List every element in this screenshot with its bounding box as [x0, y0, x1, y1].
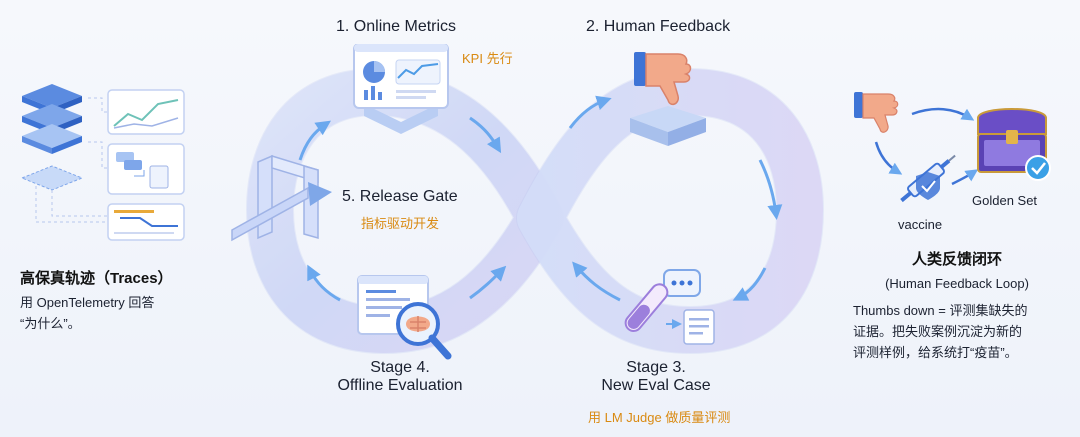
traces-title: 高保真轨迹（Traces）	[20, 270, 173, 287]
stage1-note: KPI 先行	[462, 51, 513, 66]
feedback-loop-body-line2: 证据。把失败案例沉淀为新的	[853, 324, 1023, 339]
traces-body-line2: “为什么”。	[20, 316, 81, 331]
golden-set-label: Golden Set	[972, 193, 1038, 208]
stage4-line1: Stage 4.	[370, 359, 430, 376]
stage3-line2: New Eval Case	[601, 377, 711, 394]
golden-set-chest-icon	[977, 108, 1051, 181]
release-gate-icon	[231, 154, 332, 242]
feedback-loop-body-line1: Thumbs down = 评测集缺失的	[853, 303, 1028, 318]
stage3-title: Stage 3. New Eval Case	[586, 359, 726, 395]
stage4-line2: Offline Evaluation	[337, 377, 463, 394]
stage5-note: 指标驱动开发	[361, 216, 440, 231]
offline-eval-icon	[357, 275, 452, 360]
feedback-loop-illustration	[854, 92, 1051, 203]
thumbs-down-small-icon	[854, 92, 899, 133]
stage3-note: 用 LM Judge 做质量评测	[588, 410, 731, 425]
feedback-loop-heading: 人类反馈闭环 (Human Feedback Loop)	[852, 248, 1062, 294]
stage2-title: 2. Human Feedback	[586, 18, 731, 35]
feedback-loop-subtitle: (Human Feedback Loop)	[885, 276, 1029, 291]
stage1-title: 1. Online Metrics	[336, 18, 457, 35]
stage5-title: 5. Release Gate	[342, 188, 458, 205]
traces-illustration	[20, 84, 185, 241]
test-tube-icon	[624, 269, 715, 345]
stage3-line1: Stage 3.	[626, 359, 686, 376]
traces-body-line1: 用 OpenTelemetry 回答	[20, 295, 155, 310]
feedback-loop-title: 人类反馈闭环	[911, 251, 1002, 268]
stage4-title: Stage 4. Offline Evaluation	[320, 359, 480, 395]
thumbs-down-icon	[630, 52, 706, 146]
flow-arrows	[298, 95, 783, 302]
vaccine-syringe-icon	[900, 154, 956, 203]
vaccine-label: vaccine	[898, 217, 943, 232]
layer-stack-icon	[20, 84, 84, 191]
dashboard-icon	[353, 44, 449, 134]
feedback-loop-body: Thumbs down = 评测集缺失的 证据。把失败案例沉淀为新的 评测样例，…	[853, 300, 1073, 363]
traces-body: 用 OpenTelemetry 回答 “为什么”。	[20, 292, 154, 334]
feedback-loop-body-line3: 评测样例，给系统打“疫苗”。	[853, 345, 1018, 360]
